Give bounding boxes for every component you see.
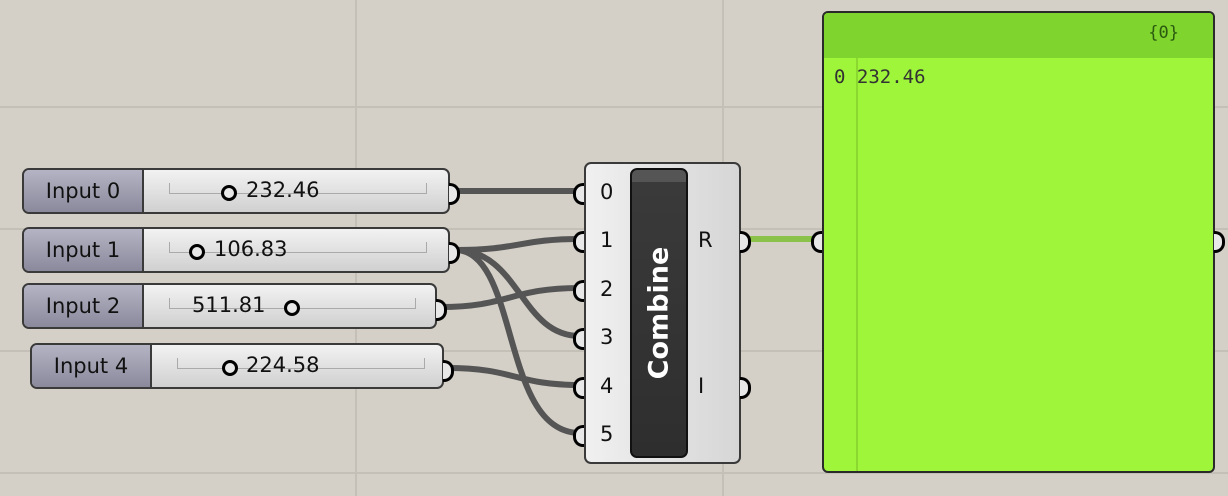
- grid-line: [0, 106, 1228, 108]
- panel-row-index: 0: [834, 66, 846, 88]
- slider-knob[interactable]: [284, 300, 300, 316]
- output-grip[interactable]: [449, 242, 460, 264]
- panel-component[interactable]: {0} 0 232.46: [822, 11, 1215, 473]
- number-slider-input-1[interactable]: Input 1 106.83: [22, 227, 450, 273]
- panel-row-value: 232.46: [856, 66, 926, 88]
- input-grip[interactable]: [573, 425, 584, 447]
- output-param-i[interactable]: I: [698, 374, 705, 398]
- slider-label: Input 0: [24, 170, 144, 212]
- combine-component[interactable]: 0 1 2 3 4 5 Combine R I: [584, 162, 741, 464]
- slider-track: [177, 358, 425, 369]
- slider-value: 224.58: [246, 353, 320, 377]
- output-grip[interactable]: [449, 183, 460, 205]
- wire-input2: [437, 285, 583, 310]
- input-grip[interactable]: [811, 231, 822, 253]
- slider-value: 511.81: [192, 293, 266, 317]
- slider-knob[interactable]: [189, 244, 205, 260]
- output-grip[interactable]: [436, 299, 447, 321]
- number-slider-input-4[interactable]: Input 4 224.58: [30, 343, 444, 389]
- output-grip[interactable]: [1214, 231, 1225, 253]
- input-param-0[interactable]: 0: [600, 180, 614, 204]
- number-slider-input-0[interactable]: Input 0 232.46: [22, 168, 450, 214]
- panel-branch-path: {0}: [1148, 23, 1179, 43]
- panel-row: 0 232.46: [834, 66, 926, 88]
- input-param-2[interactable]: 2: [600, 277, 614, 301]
- input-grip[interactable]: [573, 231, 584, 253]
- output-grip[interactable]: [740, 377, 751, 399]
- wire-input4: [444, 365, 583, 388]
- input-grip[interactable]: [573, 328, 584, 350]
- input-param-4[interactable]: 4: [600, 374, 614, 398]
- slider-knob[interactable]: [222, 360, 238, 376]
- grid-line: [0, 472, 1228, 474]
- slider-label: Input 1: [24, 229, 144, 271]
- input-grip[interactable]: [573, 377, 584, 399]
- input-param-1[interactable]: 1: [600, 228, 614, 252]
- component-title-bar[interactable]: Combine: [630, 168, 688, 458]
- slider-track: [169, 183, 427, 194]
- slider-label: Input 2: [24, 285, 144, 327]
- number-slider-input-2[interactable]: Input 2 511.81: [22, 283, 437, 329]
- output-grip[interactable]: [740, 231, 751, 253]
- output-param-r[interactable]: R: [698, 228, 713, 252]
- output-grip[interactable]: [443, 360, 454, 382]
- wire-input1-to-1: [452, 236, 583, 253]
- input-param-3[interactable]: 3: [600, 325, 614, 349]
- slider-label: Input 4: [32, 345, 152, 387]
- component-title: Combine: [643, 246, 675, 380]
- slider-track: [169, 242, 427, 253]
- input-grip[interactable]: [573, 280, 584, 302]
- slider-knob[interactable]: [221, 185, 237, 201]
- input-grip[interactable]: [573, 183, 584, 205]
- slider-value: 232.46: [246, 178, 320, 202]
- wire-input1-to-5: [452, 247, 583, 436]
- panel-header: {0}: [824, 13, 1213, 58]
- slider-value: 106.83: [214, 237, 288, 261]
- panel-index-divider: [856, 58, 858, 471]
- input-param-5[interactable]: 5: [600, 422, 614, 446]
